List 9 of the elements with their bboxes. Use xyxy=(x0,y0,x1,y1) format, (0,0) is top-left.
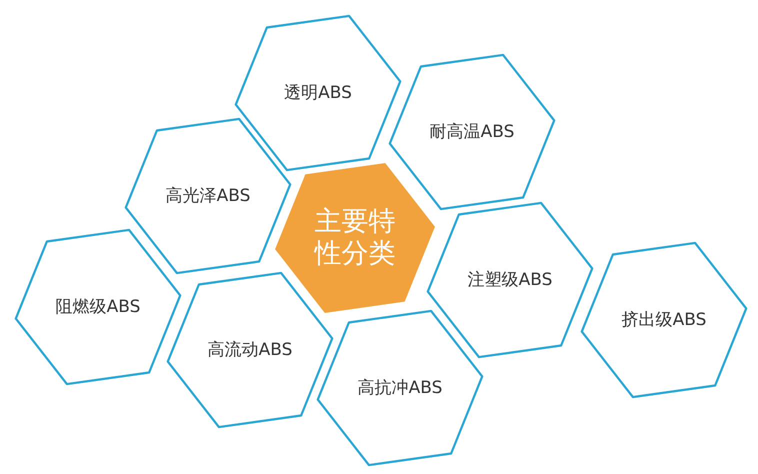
category-label: 高抗冲ABS xyxy=(358,378,442,398)
category-label: 挤出级ABS xyxy=(622,310,706,330)
category-label: 耐高温ABS xyxy=(430,122,514,142)
category-label: 高流动ABS xyxy=(208,340,292,360)
category-label: 透明ABS xyxy=(284,82,352,104)
center-title: 主要特性分类 xyxy=(312,206,396,270)
category-label: 注塑级ABS xyxy=(468,270,552,290)
category-label: 高光泽ABS xyxy=(166,186,250,206)
category-label: 阻燃级ABS xyxy=(56,296,140,318)
